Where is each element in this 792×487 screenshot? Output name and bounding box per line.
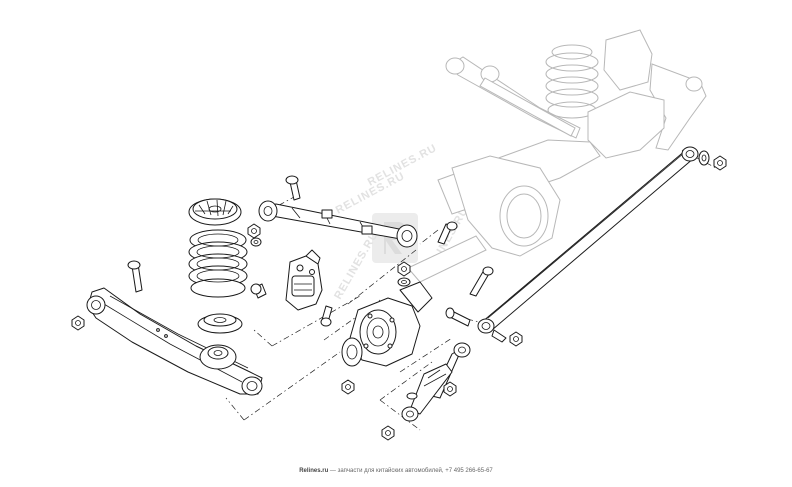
background-context (407, 29, 707, 283)
nut-icon (509, 331, 523, 347)
bolt-icon (127, 260, 143, 293)
context-diff-cover-rim (506, 193, 542, 239)
bolt-icon (437, 221, 458, 245)
hub-flange-2 (341, 337, 363, 367)
guide-line (347, 249, 417, 305)
lateral-rod (477, 146, 699, 334)
watermark-text-4: RELINES.RU (332, 229, 381, 301)
guide-line (399, 337, 453, 373)
lateral-rod-edge (487, 147, 691, 319)
lateral-rod-bushing (477, 318, 495, 334)
nut-icon (71, 315, 85, 331)
nut-icon (341, 379, 355, 395)
guide-line (269, 195, 297, 211)
assembly-guide-lines (225, 149, 717, 431)
bolt-icon (285, 175, 301, 201)
nut-icon (381, 425, 395, 441)
upper-link-bracket (321, 209, 333, 219)
context-bushing (445, 57, 465, 75)
shock-absorber-icon (401, 342, 471, 422)
wheel-hub-assembly (341, 281, 433, 367)
bushing-icon (396, 224, 418, 248)
bolt-icon (469, 266, 494, 297)
guide-line (419, 229, 439, 245)
bushing-icon (401, 406, 419, 422)
guide-line (379, 361, 433, 401)
bump-stop-bracket (285, 249, 323, 311)
nut-icon (713, 155, 727, 171)
bolts (127, 175, 507, 343)
guide-line (225, 397, 245, 421)
upper-link (258, 200, 418, 248)
nut-icon (443, 381, 457, 397)
guide-line (253, 329, 273, 347)
lower-control-arm (86, 287, 263, 396)
nut-icon (397, 261, 411, 277)
washer-icon (250, 237, 262, 247)
washer-icon (698, 150, 710, 166)
bolt-icon (445, 307, 471, 327)
context-link (479, 77, 576, 137)
context-axle-tube-2 (407, 235, 487, 283)
footer-tagline: — запчасти для китайских автомобилей, +7… (328, 468, 493, 474)
bushing-icon (258, 200, 278, 222)
bushing-icon (241, 376, 263, 396)
guide-line (271, 295, 361, 347)
bushing-icon (453, 342, 471, 358)
footer: Relines.ru — запчасти для китайских авто… (0, 468, 792, 474)
context-coil-spring-icon (545, 44, 599, 119)
nut-icon (247, 223, 261, 239)
lower-arm-body (87, 287, 263, 395)
hub-flange (359, 309, 397, 355)
bolt-icon (320, 305, 333, 327)
bolt-icon (491, 329, 507, 343)
guide-line (243, 351, 341, 421)
coil-spring-icon (188, 198, 248, 334)
washer-icon (406, 392, 418, 400)
context-bushing-3 (685, 76, 703, 92)
guide-line (379, 399, 421, 431)
context-bracket (603, 29, 653, 91)
bushing-icon (86, 295, 106, 315)
bolt-icon (250, 283, 267, 299)
context-body (587, 91, 665, 159)
footer-site-link[interactable]: Relines.ru (299, 468, 329, 474)
fasteners (71, 150, 727, 441)
lateral-rod-bushing-2 (681, 146, 699, 162)
washer-icon (397, 277, 411, 287)
